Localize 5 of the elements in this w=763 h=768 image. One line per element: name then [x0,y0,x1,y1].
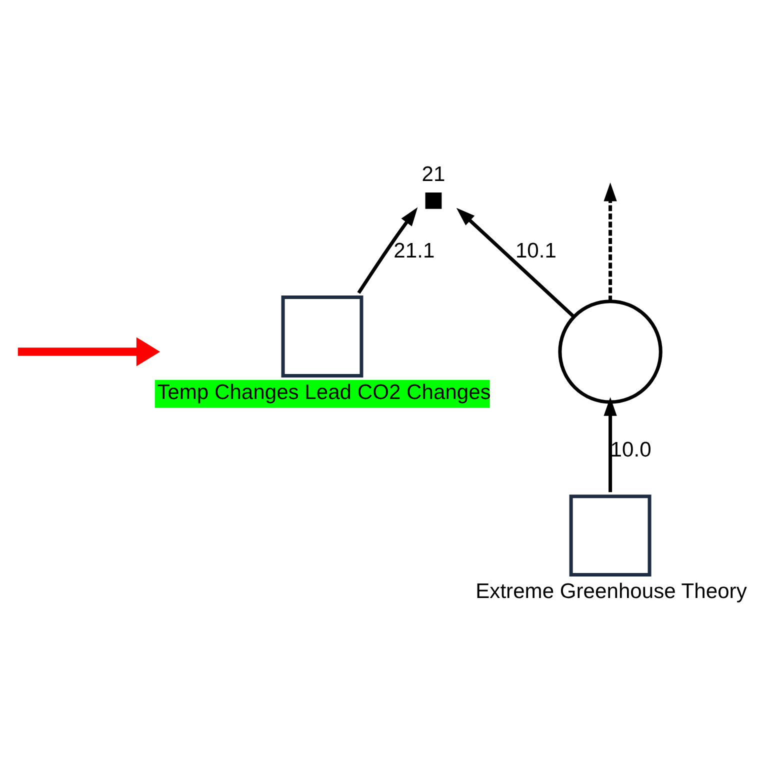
node-label: 21 [422,162,446,186]
edge-label: 10.0 [610,438,652,461]
edge-label: 10.1 [515,238,556,262]
edge-label: 21.1 [394,238,435,262]
node-label: Extreme Greenhouse Theory [476,580,747,603]
